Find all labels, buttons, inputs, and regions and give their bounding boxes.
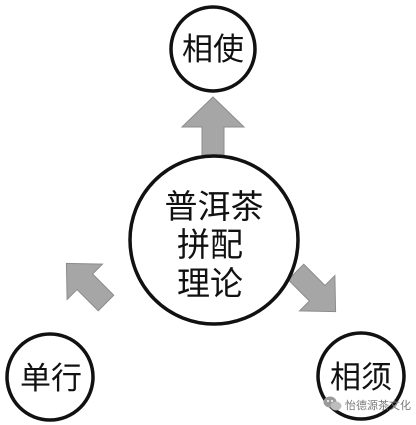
arrow-down-right-shape	[287, 263, 337, 313]
arrow-up-shape	[180, 96, 246, 164]
node-center-line-3: 理论	[177, 264, 243, 303]
node-center-line-1: 普洱茶	[165, 187, 264, 226]
node-center-line-2: 拼配	[177, 225, 243, 264]
arrow-down-left	[65, 262, 115, 312]
arrow-up	[180, 96, 246, 164]
wechat-icon	[323, 396, 342, 411]
watermark: 怡德源茶文化	[323, 396, 411, 412]
node-top-label: 相使	[182, 32, 244, 68]
watermark-text: 怡德源茶文化	[345, 398, 411, 412]
node-bottom-left: 单行	[5, 332, 95, 422]
node-bottom-left-label: 单行	[20, 361, 82, 397]
node-center-circle	[128, 154, 300, 326]
arrow-down-right	[287, 263, 337, 313]
node-bottom-right: 相须	[316, 331, 406, 421]
node-center: 普洱茶 拼配 理论	[128, 154, 300, 326]
arrow-down-left-shape	[65, 262, 115, 312]
node-bottom-right-label: 相须	[330, 360, 392, 396]
node-top: 相使	[169, 5, 257, 93]
node-bottom-left-circle	[5, 332, 95, 422]
node-bottom-right-circle	[316, 331, 406, 421]
node-top-circle	[169, 5, 257, 93]
